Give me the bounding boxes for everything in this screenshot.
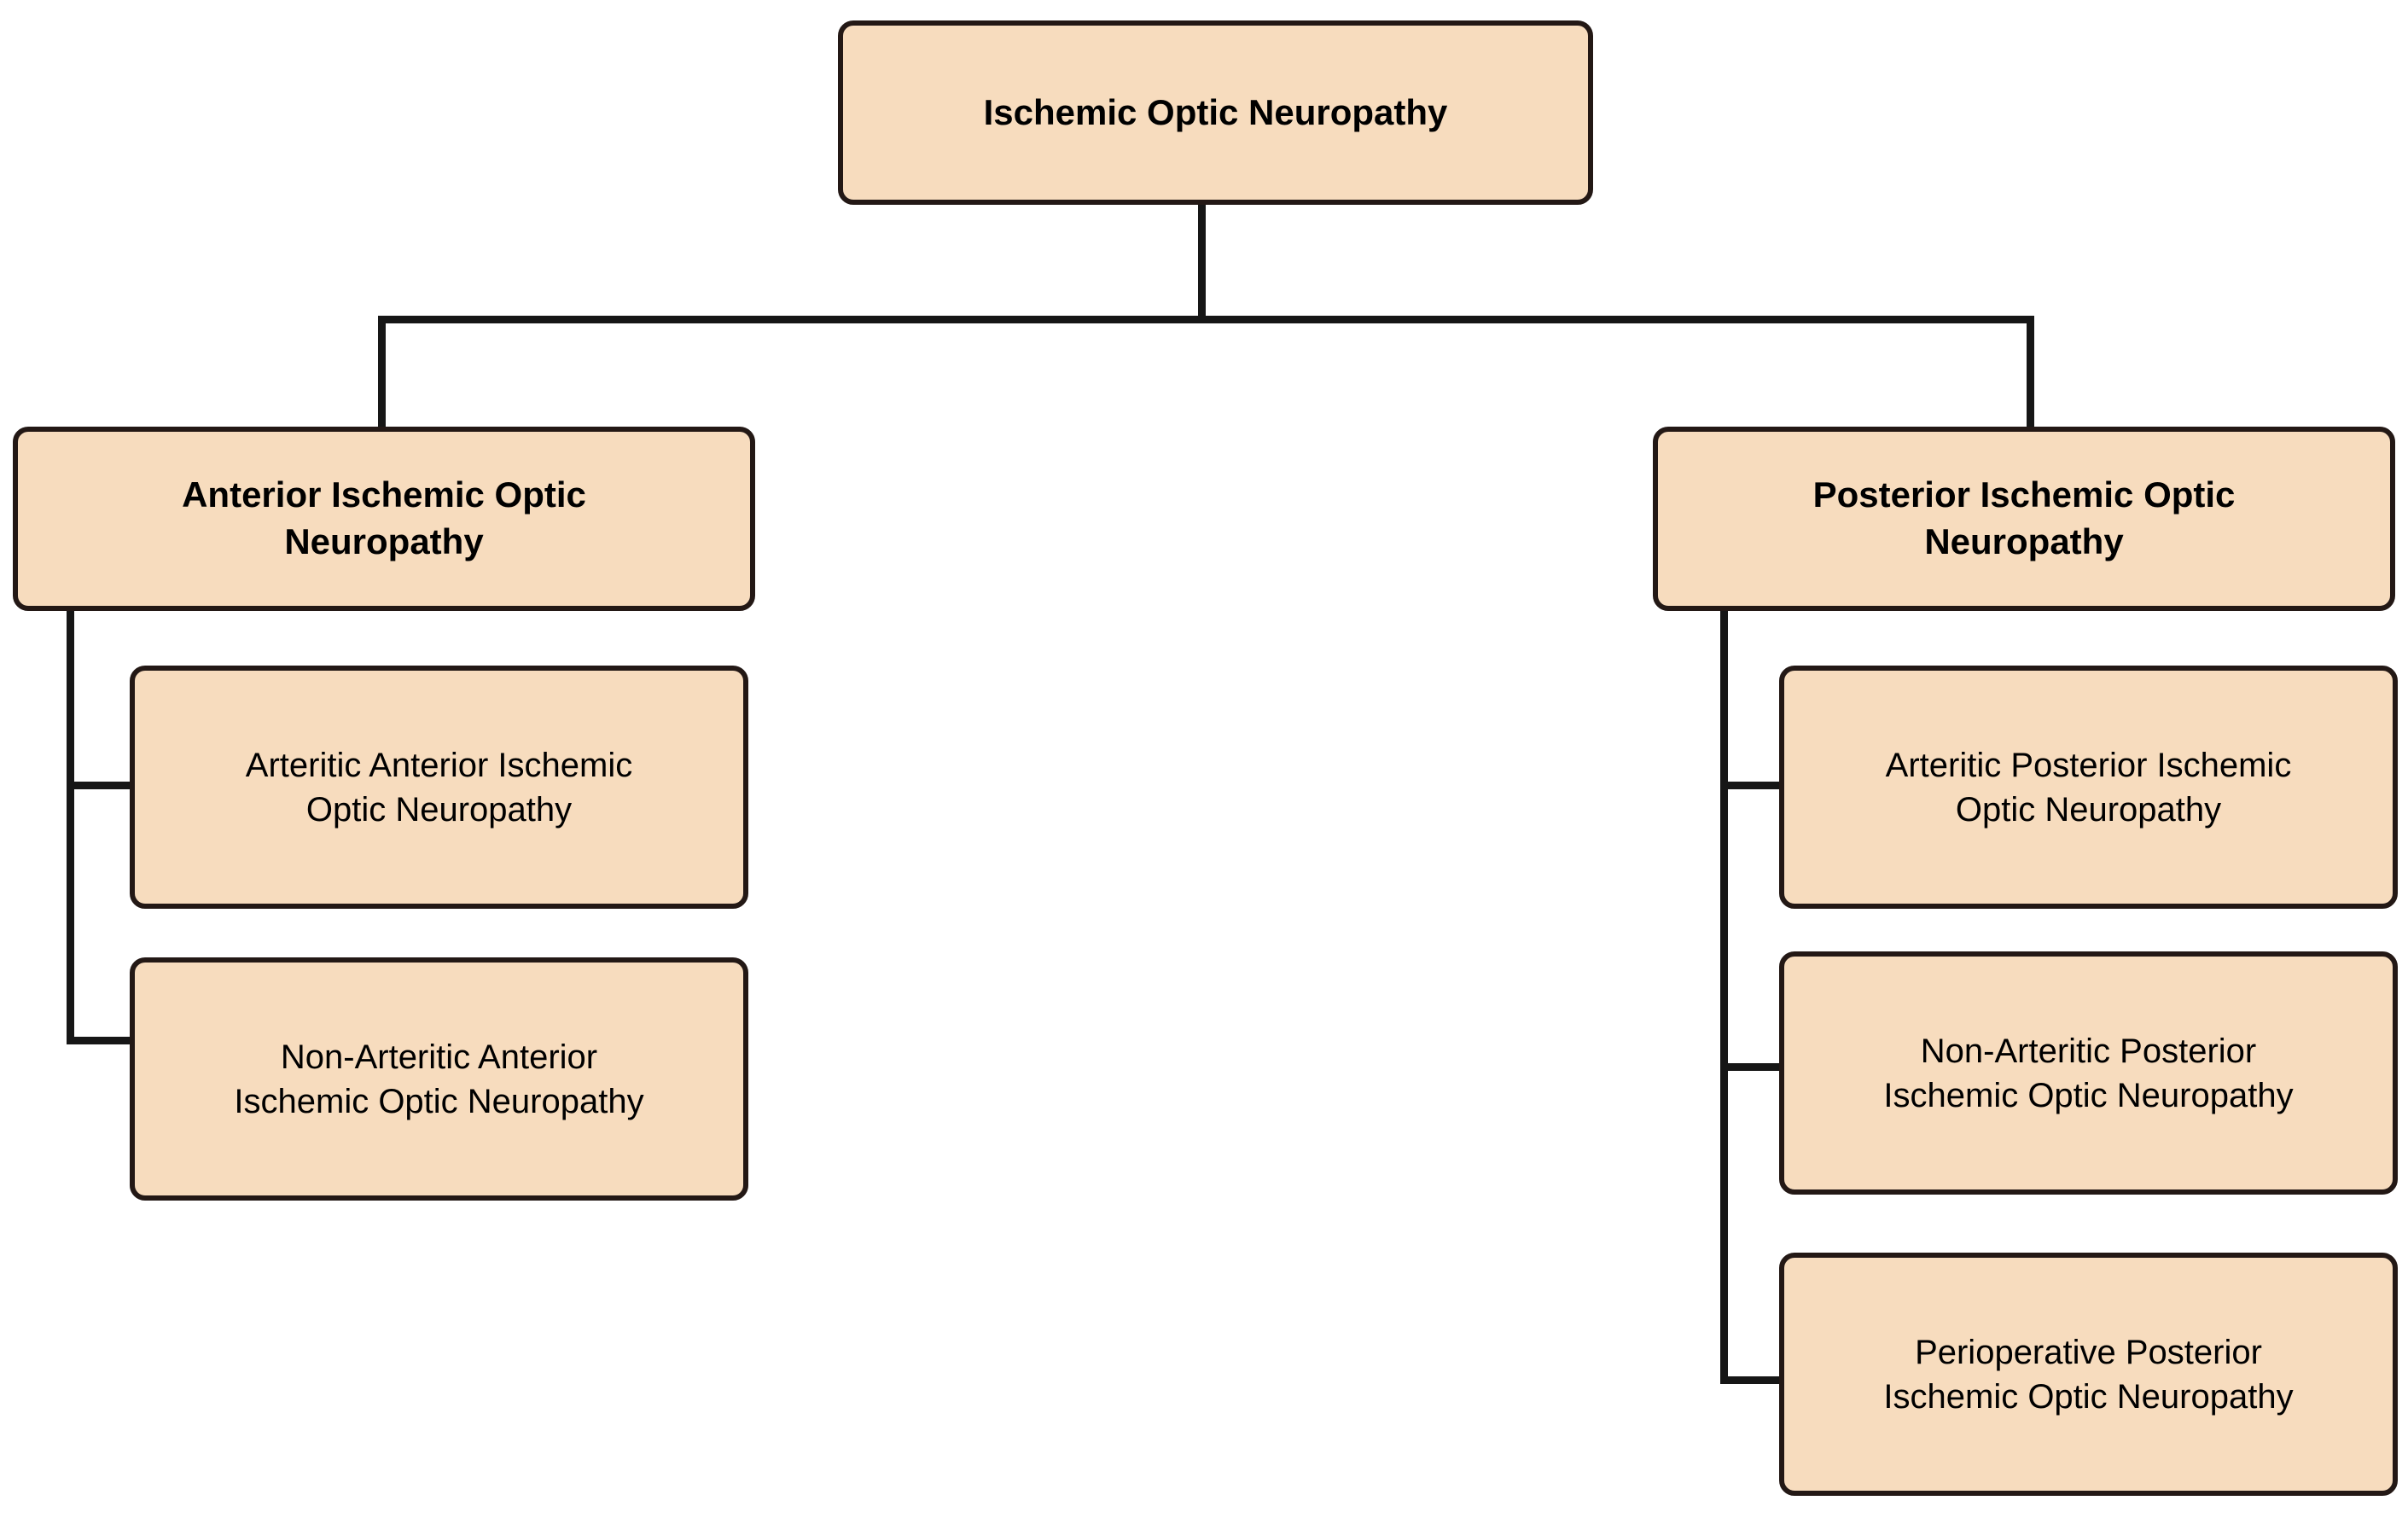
node-label: Non-Arteritic Anterior Ischemic Optic Ne… (234, 1038, 644, 1120)
node-label: Non-Arteritic Posterior Ischemic Optic N… (1883, 1032, 2294, 1114)
connector-anterior-spine (67, 609, 74, 1044)
connector-posterior-child-1-elbow (1720, 782, 1790, 789)
connector-bus-to-anterior (378, 316, 386, 428)
node-non-arteritic-anterior-ischemic-optic-neuropathy[interactable]: Non-Arteritic Anterior Ischemic Optic Ne… (130, 957, 748, 1201)
connector-root-bus (378, 316, 2034, 323)
node-label: Ischemic Optic Neuropathy (983, 91, 1448, 132)
connector-anterior-child-1-elbow (67, 782, 137, 789)
node-anterior-ischemic-optic-neuropathy[interactable]: Anterior Ischemic Optic Neuropathy (13, 427, 755, 611)
node-arteritic-posterior-ischemic-optic-neuropathy[interactable]: Arteritic Posterior Ischemic Optic Neuro… (1779, 666, 2398, 909)
node-label: Anterior Ischemic Optic Neuropathy (182, 474, 586, 561)
connector-posterior-child-2-elbow (1720, 1063, 1790, 1071)
node-ischemic-optic-neuropathy[interactable]: Ischemic Optic Neuropathy (838, 20, 1593, 205)
connector-posterior-child-3-elbow (1720, 1376, 1790, 1384)
node-label: Posterior Ischemic Optic Neuropathy (1812, 474, 2236, 561)
node-perioperative-posterior-ischemic-optic-neuropathy[interactable]: Perioperative Posterior Ischemic Optic N… (1779, 1253, 2398, 1496)
connector-bus-to-posterior (2027, 316, 2034, 428)
node-posterior-ischemic-optic-neuropathy[interactable]: Posterior Ischemic Optic Neuropathy (1653, 427, 2395, 611)
connector-posterior-spine (1720, 609, 1728, 1384)
node-label: Arteritic Posterior Ischemic Optic Neuro… (1885, 746, 2292, 829)
node-non-arteritic-posterior-ischemic-optic-neuropathy[interactable]: Non-Arteritic Posterior Ischemic Optic N… (1779, 951, 2398, 1195)
node-arteritic-anterior-ischemic-optic-neuropathy[interactable]: Arteritic Anterior Ischemic Optic Neurop… (130, 666, 748, 909)
node-label: Perioperative Posterior Ischemic Optic N… (1883, 1333, 2294, 1416)
node-label: Arteritic Anterior Ischemic Optic Neurop… (245, 746, 633, 829)
connector-anterior-child-2-elbow (67, 1037, 137, 1044)
connector-root-stem (1198, 205, 1206, 319)
